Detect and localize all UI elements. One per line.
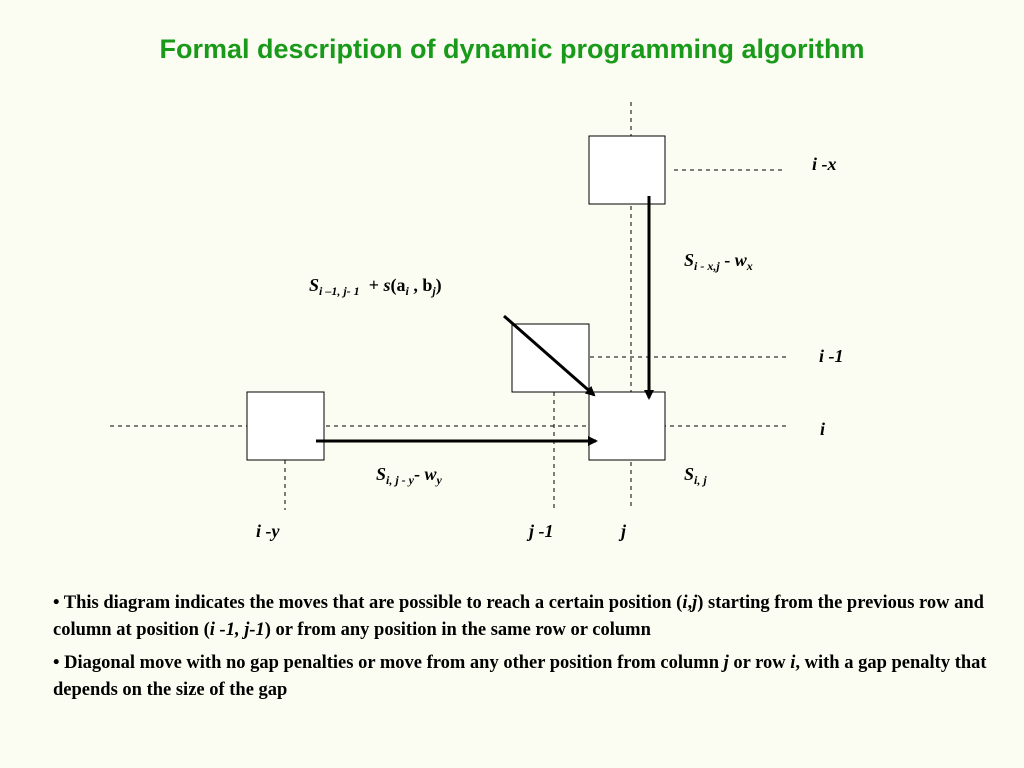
col-label-i-minus-y: i -y <box>256 521 280 541</box>
col-label-j-minus-1: j -1 <box>529 521 554 541</box>
bullet-list: • This diagram indicates the moves that … <box>53 590 988 710</box>
diagonal-arrow <box>503 314 596 397</box>
bullet-item-2: • Diagonal move with no gap penalties or… <box>53 653 987 700</box>
col-label-j: j <box>621 521 627 541</box>
formula-vertical: Si - x,j - wx <box>684 250 753 273</box>
cell-i-minus-x-j <box>588 135 666 205</box>
row-label-i: i <box>820 419 826 439</box>
dp-diagram <box>110 102 786 510</box>
bullet-item-1: • This diagram indicates the moves that … <box>53 593 984 640</box>
cell-i-j <box>588 391 666 461</box>
page-title: Formal description of dynamic programmin… <box>159 34 865 64</box>
row-label-i-minus-x: i -x <box>812 154 837 174</box>
formula-diagonal: Si –1, j- 1 + s(ai , bj) <box>309 275 442 298</box>
formula-horizontal: Si, j - y- wy <box>376 464 442 487</box>
row-label-i-minus-1: i -1 <box>819 346 844 366</box>
formula-target: Si, j <box>684 464 707 487</box>
cell-i-j-minus-y <box>246 391 325 461</box>
